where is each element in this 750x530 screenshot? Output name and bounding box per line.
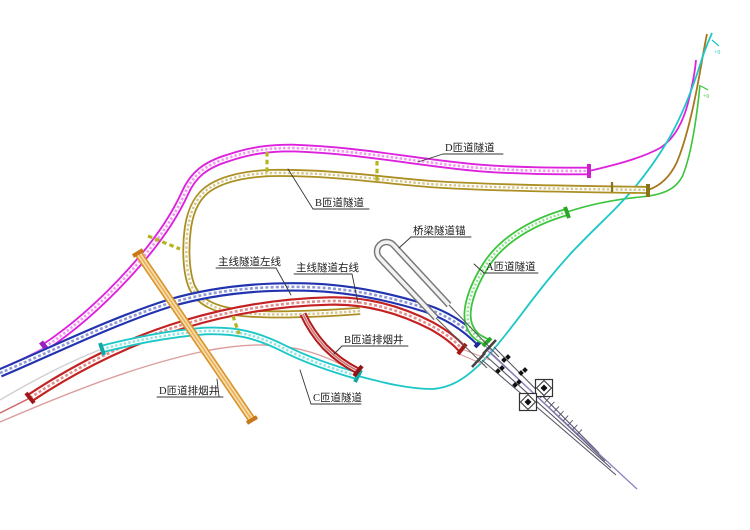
a-ramp-portal-bottom	[481, 336, 493, 348]
portal-bar-1	[482, 339, 497, 355]
b-exhaust-branch	[299, 312, 364, 378]
bridge-anchor-symbol	[373, 238, 500, 369]
svg-text:C匝道隧道: C匝道隧道	[313, 391, 363, 404]
a-ramp-portal-top	[563, 206, 571, 219]
a-ramp-line-right	[566, 84, 701, 213]
main-right-ext	[461, 348, 491, 361]
svg-text:D匝道排烟井: D匝道排烟井	[159, 384, 219, 397]
c-ramp-approach	[0, 348, 103, 401]
anchor-cable-1	[448, 304, 500, 358]
connector-1	[147, 234, 181, 251]
thin-lines	[0, 32, 713, 423]
c-ramp-portal-right	[353, 369, 363, 383]
svg-text:D匝道隧道: D匝道隧道	[445, 141, 495, 154]
svg-text:主线隧道左线: 主线隧道左线	[218, 255, 281, 268]
d-exhaust-cap-top	[131, 248, 145, 258]
bridge	[471, 339, 638, 490]
d-exhaust-band	[131, 248, 259, 425]
label-b-ramp: B匝道隧道	[287, 168, 370, 210]
svg-text:A匝道隧道: A匝道隧道	[486, 260, 536, 273]
pylon-2	[518, 392, 538, 412]
labels: D匝道隧道 B匝道隧道 主线隧道左线 主线隧道右线 桥梁隧道锚 A匝道隧道	[156, 141, 539, 405]
d-ramp-line-right	[588, 59, 697, 172]
svg-text:主线隧道右线: 主线隧道右线	[296, 261, 359, 274]
cyan-end-tick	[711, 39, 720, 47]
bridge-centerline	[487, 350, 638, 490]
green-end-label: +0	[703, 94, 709, 100]
connector-4	[231, 315, 241, 335]
label-a-ramp: A匝道隧道	[473, 260, 539, 274]
d-exhaust-cap-bottom	[245, 415, 259, 425]
label-anchor: 桥梁隧道锚	[398, 224, 472, 249]
pylon-1	[534, 378, 554, 398]
main-right-portal-left	[24, 391, 36, 405]
green-end-tick	[700, 85, 709, 91]
label-d-ramp: D匝道隧道	[417, 141, 504, 163]
c-ramp-portal-left	[98, 342, 106, 356]
label-d-exhaust: D匝道排烟井	[156, 378, 224, 398]
c-ramp-line-right	[357, 32, 713, 390]
label-c-ramp: C匝道隧道	[299, 369, 363, 405]
d-ramp-tunnel-path	[39, 143, 591, 354]
alignment-line-low	[0, 344, 357, 423]
svg-text:桥梁隧道锚: 桥梁隧道锚	[413, 224, 466, 237]
svg-text:B匝道隧道: B匝道隧道	[315, 196, 365, 209]
anchor-markers	[495, 354, 528, 388]
label-b-exhaust: B匝道排烟井	[333, 333, 409, 355]
end-markers: +0 +0	[700, 39, 720, 100]
portal-bar-2	[471, 352, 486, 368]
b-exhaust-cap	[352, 364, 364, 378]
main-right-approach	[0, 397, 31, 414]
a-ramp-tunnel-path	[463, 206, 571, 348]
label-main-right: 主线隧道右线	[293, 261, 359, 304]
main-right-tunnel-path	[24, 296, 468, 405]
main-right-ext2	[456, 352, 486, 366]
dashed-connectors	[147, 152, 379, 335]
bridge-line-3	[485, 355, 612, 469]
svg-text:B匝道排烟井: B匝道排烟井	[344, 333, 404, 346]
label-main-left: 主线隧道左线	[215, 255, 292, 296]
bridge-line-1	[493, 346, 600, 454]
cyan-end-label: +0	[714, 50, 720, 56]
bridge-line-4	[481, 359, 617, 476]
b-ramp-line-right	[647, 33, 708, 191]
